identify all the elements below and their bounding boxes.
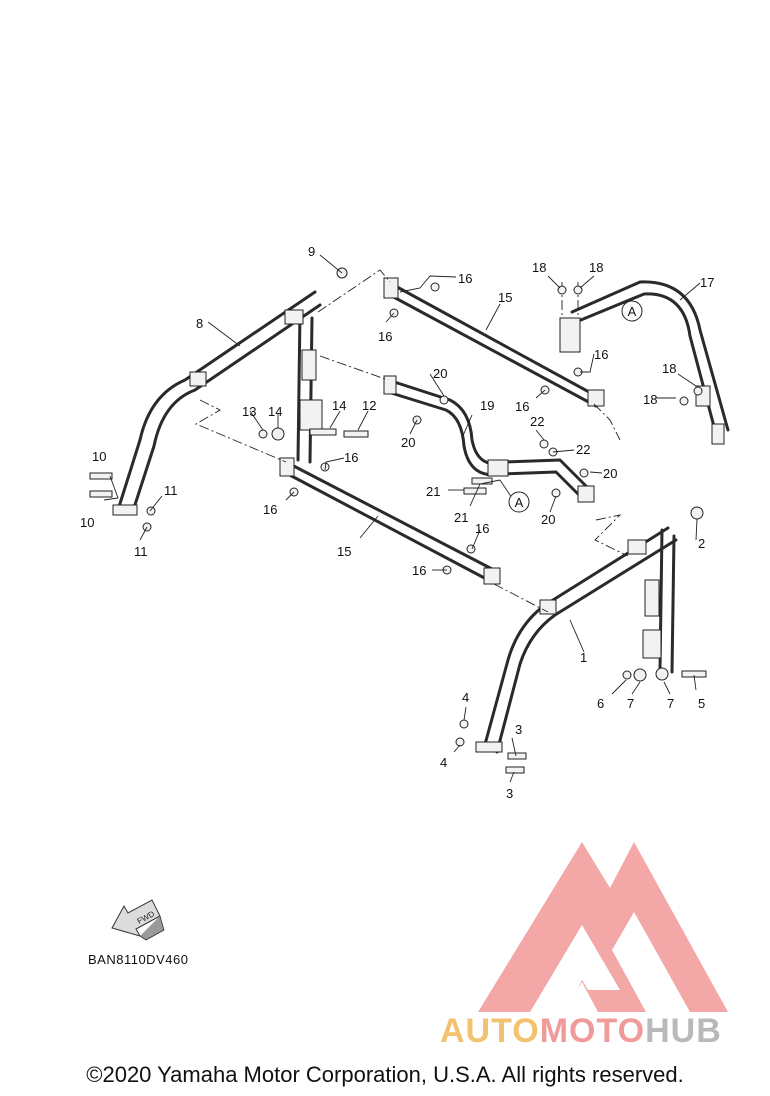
- callout-7: 7: [667, 696, 674, 711]
- callout-22: 22: [576, 442, 590, 457]
- watermark-moto: MOTO: [539, 1012, 646, 1050]
- fwd-arrow-icon: FWD: [111, 899, 165, 941]
- rear-hoop-1: [475, 526, 678, 754]
- callout-17: 17: [700, 275, 714, 290]
- callout-10: 10: [80, 515, 94, 530]
- callout-6: 6: [597, 696, 604, 711]
- callout-16: 16: [515, 399, 529, 414]
- callout-18: 18: [662, 361, 676, 376]
- callout-4: 4: [462, 690, 469, 705]
- callout-20: 20: [433, 366, 447, 381]
- callout-16: 16: [263, 502, 277, 517]
- callout-12: 12: [362, 398, 376, 413]
- callout-4: 4: [440, 755, 447, 770]
- callout-15: 15: [337, 544, 351, 559]
- callout-20: 20: [541, 512, 555, 527]
- cross-bar-19: [383, 375, 595, 503]
- watermark-logo-icon: [478, 842, 728, 1012]
- svg-text:A: A: [515, 495, 524, 510]
- callout-16: 16: [594, 347, 608, 362]
- callout-5: 5: [698, 696, 705, 711]
- callout-16: 16: [475, 521, 489, 536]
- callout-16: 16: [412, 563, 426, 578]
- callout-20: 20: [603, 466, 617, 481]
- rear-bracket-17: [559, 280, 730, 445]
- reference-mark-a-mid: A: [508, 491, 530, 513]
- leader-lines: [103, 254, 701, 783]
- callout-22: 22: [530, 414, 544, 429]
- callout-21: 21: [454, 510, 468, 525]
- callout-21: 21: [426, 484, 440, 499]
- callout-18: 18: [643, 392, 657, 407]
- callout-3: 3: [515, 722, 522, 737]
- callout-18: 18: [589, 260, 603, 275]
- callout-9: 9: [308, 244, 315, 259]
- callout-11: 11: [164, 483, 178, 498]
- callout-16: 16: [458, 271, 472, 286]
- side-bar-15-top: [383, 277, 605, 408]
- watermark-auto: AUTO: [440, 1012, 540, 1050]
- callout-labels: 1 2 3 3 4 4 5 6 7 7 8 9 10 10 11 11 12 1…: [80, 244, 714, 801]
- side-bar-15-bottom: [279, 457, 501, 585]
- callout-14: 14: [332, 398, 346, 413]
- watermark-hub: HUB: [645, 1012, 722, 1050]
- callout-14: 14: [268, 404, 282, 419]
- callout-15: 15: [498, 290, 512, 305]
- reference-mark-a-top: A: [621, 300, 643, 322]
- callout-16: 16: [344, 450, 358, 465]
- callout-10: 10: [92, 449, 106, 464]
- callout-3: 3: [506, 786, 513, 801]
- callout-19: 19: [480, 398, 494, 413]
- watermark-text: AUTOMOTOHUB: [440, 1012, 722, 1051]
- callout-16: 16: [378, 329, 392, 344]
- callout-11: 11: [134, 544, 148, 559]
- callout-20: 20: [401, 435, 415, 450]
- callout-7: 7: [627, 696, 634, 711]
- callout-13: 13: [242, 404, 256, 419]
- svg-text:A: A: [628, 304, 637, 319]
- callout-18: 18: [532, 260, 546, 275]
- assembly-lines: [194, 269, 629, 613]
- callout-8: 8: [196, 316, 203, 331]
- callout-2: 2: [698, 536, 705, 551]
- callout-1: 1: [580, 650, 587, 665]
- copyright-notice: ©2020 Yamaha Motor Corporation, U.S.A. A…: [86, 1062, 684, 1087]
- front-hoop-8: [112, 290, 323, 516]
- diagram-code: BAN8110DV460: [88, 952, 189, 967]
